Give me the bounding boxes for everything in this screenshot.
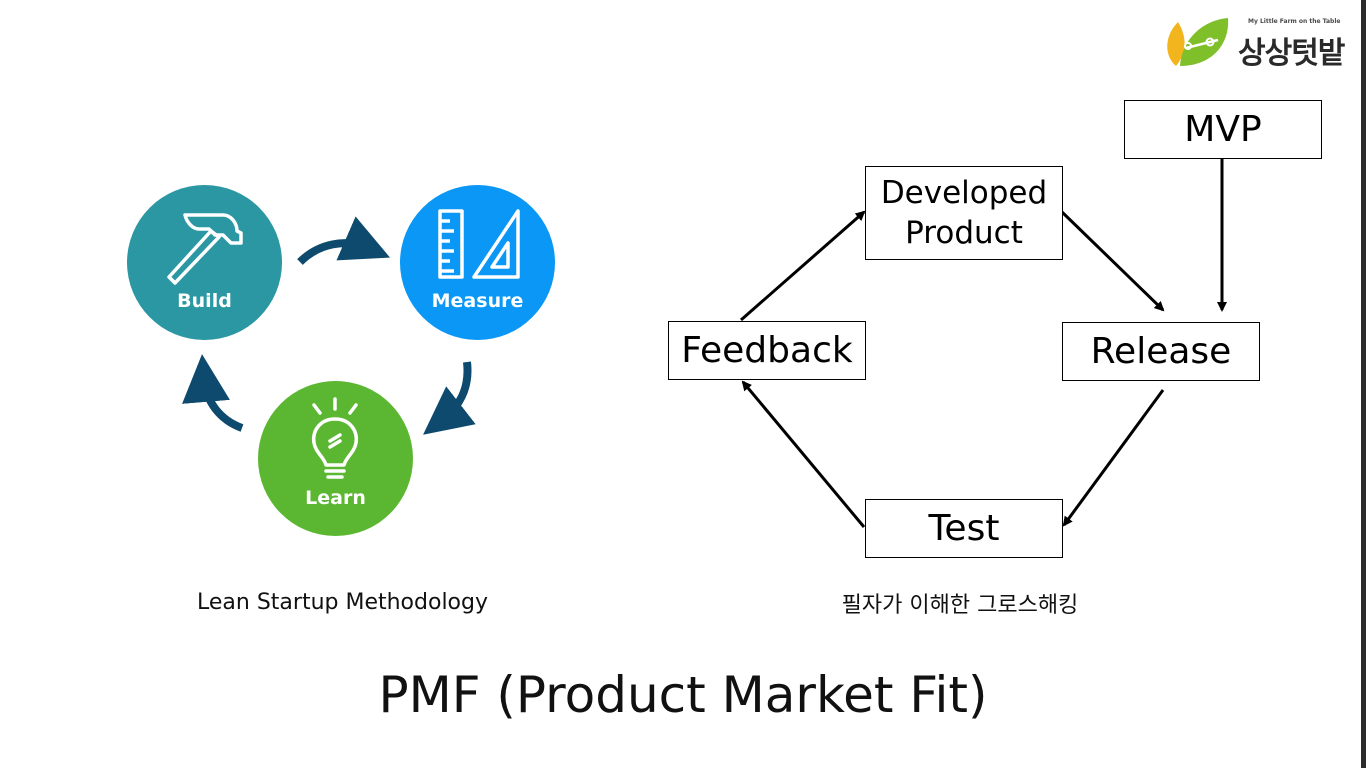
release-box: Release: [1062, 322, 1260, 381]
logo-name: 상상텃밭: [1238, 36, 1345, 71]
learn-label: Learn: [305, 487, 366, 509]
arrow-learn-to-build: [182, 354, 244, 432]
test-label: Test: [928, 508, 1000, 549]
leaf-logo-icon: [1167, 18, 1229, 66]
arrow-feedback-to-developed: [740, 210, 866, 322]
build-label: Build: [177, 290, 232, 312]
arrow-measure-to-learn: [423, 361, 476, 435]
developed-product-label: Developed Product: [880, 175, 1048, 251]
slide-title: PMF (Product Market Fit): [378, 666, 988, 724]
measure-node: Measure: [400, 185, 555, 340]
arrow-test-to-feedback: [741, 380, 866, 528]
hammer-icon: [167, 213, 243, 285]
feedback-label: Feedback: [681, 330, 853, 371]
logo-tagline: My Little Farm on the Table: [1248, 18, 1341, 25]
mvp-label: MVP: [1184, 109, 1262, 150]
arrow-release-to-test: [1062, 389, 1165, 527]
lean-caption: Lean Startup Methodology: [197, 590, 488, 615]
developed-product-box: Developed Product: [865, 166, 1063, 260]
growth-caption: 필자가 이해한 그로스해킹: [841, 593, 1079, 618]
learn-node: Learn: [258, 381, 413, 536]
measure-label: Measure: [431, 290, 524, 312]
feedback-box: Feedback: [668, 321, 866, 380]
lightbulb-icon: [311, 397, 359, 479]
test-box: Test: [865, 499, 1063, 558]
release-label: Release: [1090, 331, 1232, 372]
arrow-build-to-measure: [297, 216, 391, 265]
build-node: Build: [127, 185, 282, 340]
logo: My Little Farm on the Table 상상텃밭: [1160, 14, 1356, 72]
arrow-developed-to-release: [1060, 210, 1165, 312]
slide-right-edge: [1361, 0, 1366, 768]
ruler-triangle-icon: [438, 209, 520, 279]
mvp-box: MVP: [1124, 100, 1322, 159]
